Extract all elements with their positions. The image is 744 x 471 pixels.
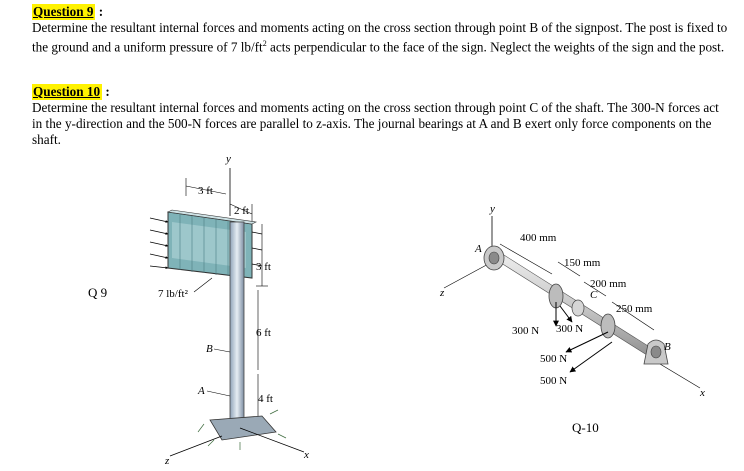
fig10-point-a: A (474, 243, 482, 255)
question-9-title: Question 9 (32, 4, 96, 20)
fig10-dim-line (557, 261, 581, 277)
fig9-dim-line (185, 185, 227, 195)
fig10-force-500-a-arrow (565, 331, 609, 353)
fig10-bearing-a-hole (488, 251, 500, 265)
question-10-text: Determine the resultant internal forces … (32, 100, 719, 147)
fig9-label: Q 9 (88, 285, 107, 300)
fig9-axis-y: y (225, 153, 231, 165)
fig10-bearing-b-hole (650, 345, 662, 359)
fig10-force-500-a: 500 N (540, 353, 567, 365)
fig10-dim-line (611, 301, 655, 331)
fig10-axis-y: y (489, 203, 495, 215)
fig9-dim-6ft: 6 ft (256, 327, 271, 339)
fig10-dim-400: 400 mm (520, 232, 557, 244)
question-9-text-part2: acts perpendicular to the face of the si… (266, 39, 725, 55)
fig9-point-a-leader (206, 390, 231, 397)
question-9-exponent: 2 (262, 39, 267, 48)
fig10-x-axis (659, 363, 701, 389)
fig9-pressure-label: 7 lb/ft² (158, 288, 189, 300)
fig10-label: Q-10 (572, 420, 599, 435)
fig9-dim-4ft: 4 ft (258, 393, 273, 405)
fig9-pressure-leader (193, 277, 213, 293)
fig9-dim-3ft-top: 3 ft (198, 185, 213, 197)
fig9-point-b-leader (213, 348, 231, 353)
question-9-text: Determine the resultant internal forces … (32, 20, 732, 55)
fig10-z-axis (443, 261, 493, 289)
fig9-post (229, 221, 245, 421)
figure-q9: Q 9 y 3 ft 2 ft (88, 153, 309, 467)
fig9-ground (197, 409, 287, 450)
question-10-title: Question 10 (32, 84, 103, 100)
fig10-dim-250: 250 mm (616, 303, 653, 315)
fig10-force-500-b-arrow (569, 341, 613, 373)
fig9-point-a: A (197, 385, 205, 397)
fig10-force-300-left: 300 N (512, 325, 539, 337)
fig10-dim-line (583, 281, 607, 297)
question-9-text-part1: Determine the resultant internal forces … (32, 20, 728, 55)
fig9-axis-x: x (303, 449, 309, 461)
fig10-point-b: B (664, 341, 671, 353)
fig9-sign-top (167, 209, 257, 225)
fig10-force-300-right-arrow (559, 305, 573, 323)
fig10-axis-z: z (439, 287, 445, 299)
question-10-colon: : (102, 84, 110, 99)
fig9-point-b: B (206, 343, 213, 355)
fig10-pulley-2 (600, 313, 616, 339)
figure-q10: y z x A B 400 mm 150 mm 200 mm 250 mm (439, 203, 705, 435)
fig9-z-axis (169, 435, 223, 457)
fig9-axis-z: z (164, 455, 170, 467)
fig10-dim-150: 150 mm (564, 257, 601, 269)
fig10-force-500-b: 500 N (540, 375, 567, 387)
fig10-collar-c (571, 299, 585, 317)
question-10: Question 10 : Determine the resultant in… (32, 84, 732, 148)
fig10-dim-line (499, 243, 553, 275)
fig10-dim-200: 200 mm (590, 278, 627, 290)
fig9-dim-line (229, 203, 253, 215)
fig10-axis-x: x (699, 387, 705, 399)
fig9-base-plate (209, 415, 277, 441)
fig9-pressure-arrows (149, 217, 263, 270)
fig10-point-c: C (590, 289, 598, 301)
fig9-sign-face (172, 222, 246, 268)
fig10-force-300-right: 300 N (556, 323, 583, 335)
question-9: Question 9 : Determine the resultant int… (32, 4, 732, 55)
fig9-x-axis (239, 427, 305, 453)
fig9-dim-2ft: 2 ft (234, 205, 249, 217)
fig9-dim-3ft-side: 3 ft (256, 261, 271, 273)
question-9-colon: : (95, 4, 104, 19)
